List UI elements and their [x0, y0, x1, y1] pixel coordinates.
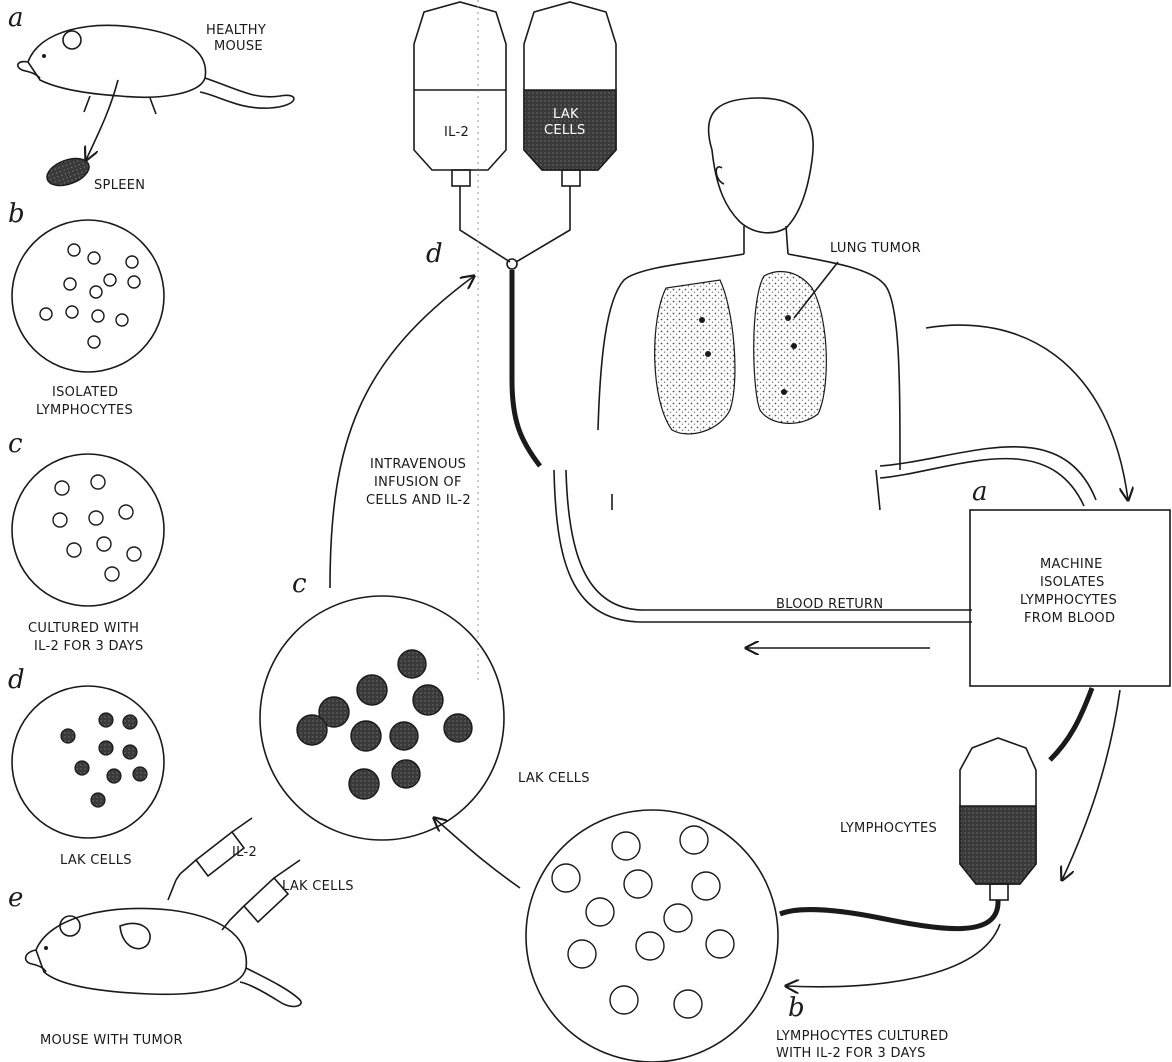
healthy-mouse-label-line2: MOUSE [214, 39, 263, 54]
isolated-label-line2: LYMPHOCYTES [36, 403, 133, 418]
infusion-arrow [330, 276, 474, 588]
left-step-a-letter: a [8, 3, 24, 33]
to-dish-b-arrow [786, 924, 1000, 987]
right-step-b-letter: b [788, 993, 805, 1023]
lymphocyte-bag [960, 738, 1036, 900]
syringe-lak [222, 860, 300, 930]
to-machine-arrow [926, 325, 1128, 500]
iv-bag-il2 [414, 2, 506, 186]
infusion-label-line2: INFUSION OF [374, 475, 462, 490]
lymphocytes-bag-label: LYMPHOCYTES [840, 821, 937, 836]
machine-label-line4: FROM BLOOD [1024, 611, 1115, 626]
left-step-b-letter: b [8, 199, 25, 229]
left-step-e-letter: e [8, 883, 23, 913]
syringe-il2-label: IL-2 [232, 845, 257, 860]
left-step-c-letter: c [8, 429, 23, 459]
blood-return-label: BLOOD RETURN [776, 597, 883, 612]
left-step-d-letter: d [8, 665, 25, 695]
machine-label-line3: LYMPHOCYTES [1020, 593, 1117, 608]
cultured-cells [53, 475, 141, 581]
spleen-shape [43, 153, 93, 191]
lak-cells-left-label: LAK CELLS [60, 853, 132, 868]
mouse-with-tumor-label: MOUSE WITH TUMOR [40, 1033, 183, 1048]
mouse-to-spleen-arrow [86, 80, 118, 160]
bag-to-dish-tube [780, 900, 998, 929]
lung-tumor-label: LUNG TUMOR [830, 241, 921, 256]
lak-dish-small [12, 686, 164, 838]
cultured-label-line1: CULTURED WITH [28, 621, 139, 636]
spleen-label: SPLEEN [94, 178, 145, 193]
cultured-cells-large [552, 826, 734, 1018]
iv-bag-lak [524, 2, 616, 186]
right-step-c-letter: c [292, 569, 307, 599]
cultured-label-line2: IL-2 FOR 3 DAYS [34, 639, 144, 654]
cultured-large-label-line2: WITH IL-2 FOR 3 DAYS [776, 1046, 926, 1061]
iv-bag-lak-label-line2: CELLS [544, 123, 586, 138]
to-dish-c-arrow [434, 818, 520, 888]
cultured-large-label-line1: LYMPHOCYTES CULTURED [776, 1029, 949, 1044]
to-bag-arrow [1062, 690, 1120, 880]
isolated-lymphocytes-dish [12, 220, 164, 372]
infusion-label-line3: CELLS AND IL-2 [366, 493, 471, 508]
cultured-dish [12, 454, 164, 606]
right-step-d-letter: d [426, 239, 443, 269]
lak-cells-small [61, 713, 147, 807]
machine-label-line1: MACHINE [1040, 557, 1103, 572]
patient-figure [598, 98, 900, 510]
machine-to-bag-tube [1050, 688, 1092, 760]
iv-tubing [460, 186, 570, 466]
right-step-a-letter: a [972, 477, 988, 507]
lak-cells-large [297, 650, 472, 799]
iv-bag-lak-label-line1: LAK [553, 107, 579, 122]
isolated-lymphocytes-cells [40, 244, 140, 348]
syringe-lak-label: LAK CELLS [282, 879, 354, 894]
lak-cells-right-label: LAK CELLS [518, 771, 590, 786]
infusion-label-line1: INTRAVENOUS [370, 457, 466, 472]
machine-label-line2: ISOLATES [1040, 575, 1105, 590]
isolated-label-line1: ISOLATED [52, 385, 118, 400]
mouse-with-tumor-drawing [26, 909, 302, 1007]
blood-return-tube [554, 470, 972, 622]
arm-to-machine-tube [880, 447, 1096, 506]
healthy-mouse-label-line1: HEALTHY [206, 23, 266, 38]
iv-bag-il2-label: IL-2 [444, 125, 469, 140]
